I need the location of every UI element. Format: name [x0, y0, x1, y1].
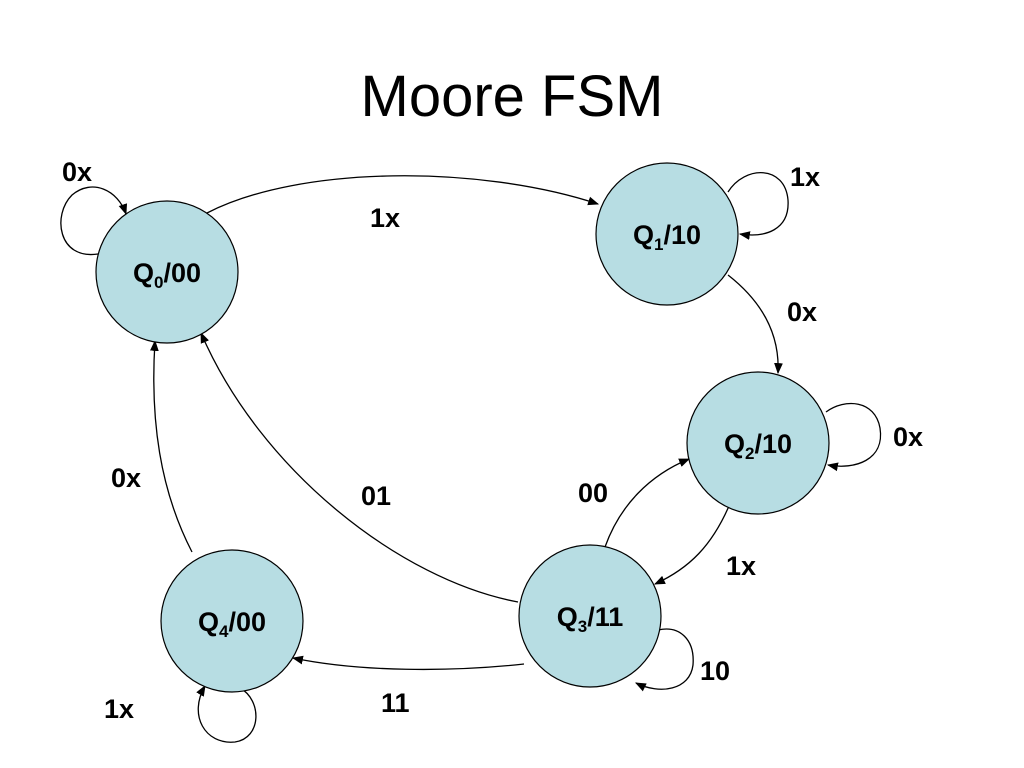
- edge-label-q2-q3: 1x: [726, 551, 756, 581]
- edge-label-q1-q2: 0x: [787, 297, 817, 327]
- edge-q3-q4: 11: [291, 655, 525, 718]
- edge-q2-q3: 1x: [653, 505, 756, 585]
- edge-q0-q1: 1x: [206, 175, 600, 233]
- edge-label-q4-self: 1x: [104, 694, 134, 724]
- edge-label-q2-self: 0x: [893, 422, 923, 452]
- state-q4: Q4/00: [160, 549, 304, 693]
- edge-label-q3-q0: 01: [361, 481, 391, 511]
- edge-q4-q0: 0x: [111, 339, 193, 553]
- edge-q3-q0: 01: [200, 331, 519, 603]
- edge-label-q3-self: 10: [700, 656, 730, 686]
- state-q3: Q3/11: [518, 544, 662, 688]
- state-label-q4: Q4/00: [198, 607, 266, 641]
- edge-label-q3-q4: 11: [381, 688, 410, 718]
- edge-label-q4-q0: 0x: [111, 463, 141, 493]
- edge-q3-q2: 00: [578, 458, 691, 548]
- state-label-q2: Q2/10: [724, 429, 792, 463]
- state-label-q0: Q0/00: [133, 258, 201, 292]
- state-label-q3: Q3/11: [557, 602, 624, 636]
- edge-label-q0-self: 0x: [62, 157, 92, 187]
- edge-q1-q2: 0x: [727, 274, 817, 375]
- edge-q2-self: 0x: [825, 402, 923, 472]
- edge-label-q1-self: 1x: [790, 162, 820, 192]
- edge-label-q0-q1: 1x: [370, 203, 400, 233]
- state-q1: Q1/10: [595, 162, 739, 306]
- page-title: Moore FSM: [360, 64, 664, 129]
- edge-q4-self: 1x: [104, 685, 257, 743]
- state-label-q1: Q1/10: [633, 220, 701, 254]
- edge-q3-self: 10: [635, 628, 730, 692]
- state-q2: Q2/10: [686, 371, 830, 515]
- edge-q0-self: 0x: [60, 157, 128, 256]
- state-q0: Q0/00: [95, 200, 239, 344]
- edge-label-q3-q2: 00: [578, 478, 608, 508]
- edge-q1-self: 1x: [727, 162, 820, 240]
